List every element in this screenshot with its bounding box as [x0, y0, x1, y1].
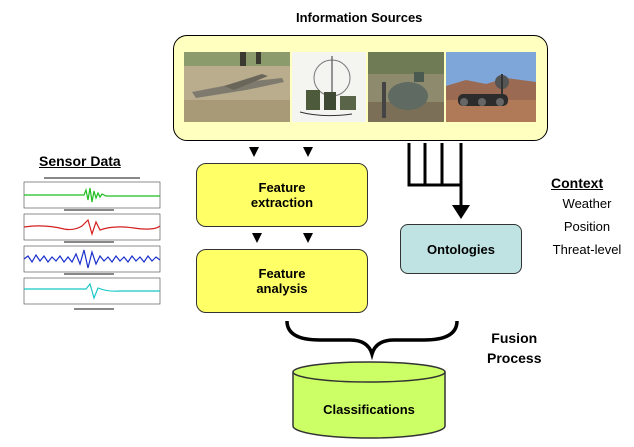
context-weather: Weather — [562, 196, 612, 211]
feature-analysis-label: Feature analysis — [256, 266, 308, 296]
feature-extraction-label: Feature extraction — [250, 180, 314, 210]
context-position: Position — [563, 219, 611, 234]
sensor-data-plot — [23, 177, 161, 310]
ground-sensor-photo — [368, 52, 444, 122]
ontologies-label: Ontologies — [427, 241, 495, 257]
lines-sources-to-ontologies — [407, 143, 463, 208]
arrow-sources-to-extraction — [249, 147, 313, 157]
arrow-to-ontologies — [452, 205, 470, 219]
fusion-line-2: Process — [487, 350, 542, 366]
feature-extraction-node: Feature extraction — [196, 163, 368, 227]
context-title: Context — [551, 175, 604, 191]
fusion-line-1: Fusion — [491, 330, 538, 346]
classifications-label: Classifications — [323, 401, 415, 417]
sensor-trace-blue — [23, 249, 161, 269]
information-sources-box — [173, 35, 548, 141]
arrow-extraction-to-analysis — [252, 233, 313, 243]
sensor-trace-red — [23, 218, 161, 237]
sensor-trace-cyan — [24, 282, 160, 300]
robot-vehicle-photo — [446, 52, 536, 122]
classifications-cylinder: Classifications — [290, 360, 448, 442]
uav-photo — [184, 52, 290, 122]
fusion-brace — [285, 320, 459, 361]
feature-analysis-node: Feature analysis — [196, 249, 368, 313]
sensor-data-title: Sensor Data — [39, 153, 121, 169]
ontologies-node: Ontologies — [400, 224, 522, 274]
sensor-trace-green — [24, 187, 160, 203]
context-threat-level: Threat-level — [552, 242, 622, 257]
radio-equipment-photo — [292, 52, 366, 122]
information-sources-heading: Information Sources — [296, 10, 423, 25]
fusion-process-label: Fusion Process — [487, 328, 541, 368]
